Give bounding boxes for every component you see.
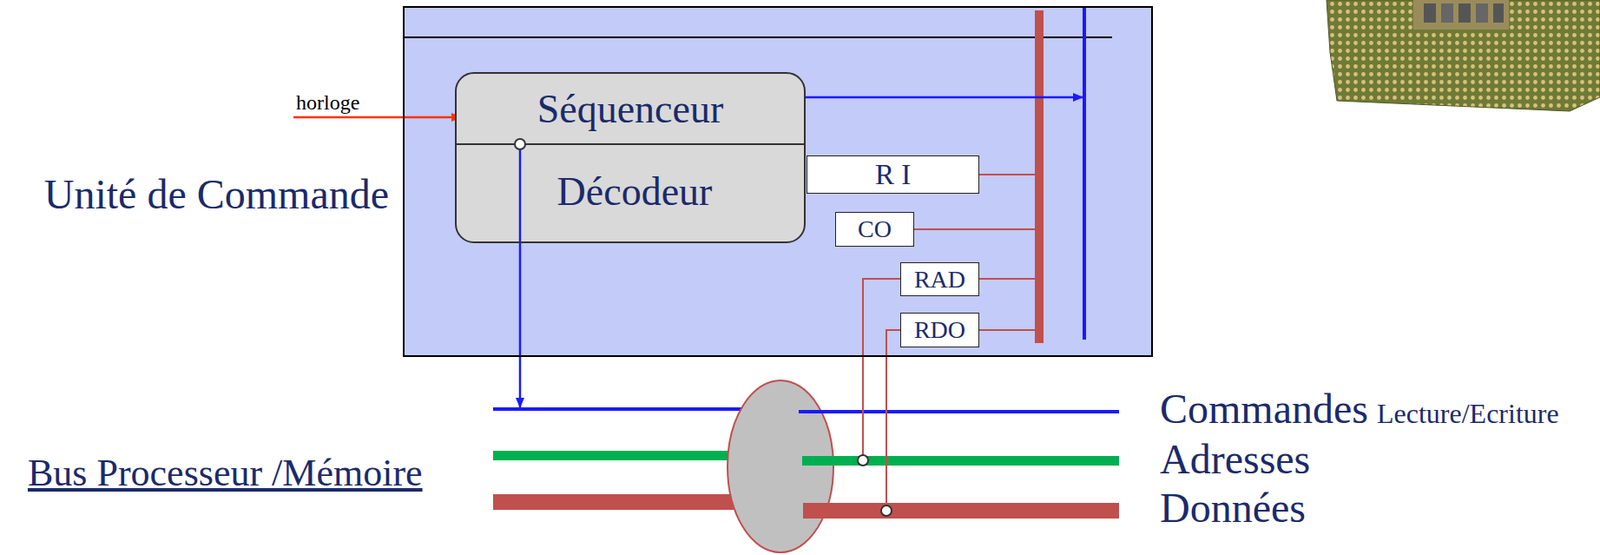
unit-heading: Unité de Commande	[44, 170, 389, 218]
address-bus	[802, 455, 1120, 466]
processor-picture	[1326, 0, 1600, 112]
register-name: R I	[875, 160, 911, 190]
internal-command-line	[1082, 7, 1087, 340]
register-box: RDO	[900, 312, 980, 348]
bus-line-label: Commandes	[1159, 384, 1369, 433]
control-unit-box: Unité de CommandeSéquenceurDécodeurR ICO…	[402, 6, 1153, 357]
register-name: CO	[857, 217, 892, 242]
label-group: CommandesLecture/Ecriture	[1159, 384, 1560, 433]
register-box: R I	[806, 155, 980, 194]
command-bus	[798, 409, 1120, 414]
bus-line-label: Adresses	[1159, 434, 1311, 483]
label-group: Adresses	[1159, 434, 1311, 483]
command-bus	[493, 407, 749, 411]
label-group: horloge	[296, 91, 360, 115]
register-wire	[914, 228, 1036, 231]
label-group: Données	[1159, 483, 1306, 532]
junction-dot	[857, 454, 869, 466]
register-box: CO	[835, 211, 915, 247]
register-wire	[979, 173, 1036, 176]
label-group: Bus Processeur /Mémoire	[27, 450, 423, 495]
clock-arrow	[293, 116, 461, 119]
decoder-command-arrow	[519, 241, 522, 408]
bus-title: Bus Processeur /Mémoire	[27, 450, 423, 495]
sequencer-label: Séquenceur	[456, 73, 804, 145]
decoder-label: Décodeur	[456, 144, 804, 240]
unit-fill	[402, 6, 1153, 357]
register-name: RDO	[914, 317, 966, 343]
clock-label: horloge	[296, 91, 360, 115]
sequencer-decoder-box: SéquenceurDécodeur	[454, 72, 806, 244]
data-bus	[803, 502, 1120, 519]
register-wire	[979, 329, 1036, 331]
bus-line-sublabel: Lecture/Ecriture	[1376, 397, 1560, 430]
internal-data-bus	[1034, 10, 1044, 343]
address-bus	[493, 450, 749, 461]
address-lead	[862, 278, 901, 455]
command-arrow	[805, 96, 1083, 99]
register-name: RAD	[914, 267, 966, 292]
inner-line	[404, 36, 1113, 39]
bus-line-label: Données	[1159, 483, 1306, 532]
junction-dot	[881, 505, 892, 516]
register-box: RAD	[900, 262, 980, 297]
data-bus	[493, 493, 749, 510]
register-wire	[979, 277, 1036, 280]
bus-interface	[727, 380, 834, 553]
